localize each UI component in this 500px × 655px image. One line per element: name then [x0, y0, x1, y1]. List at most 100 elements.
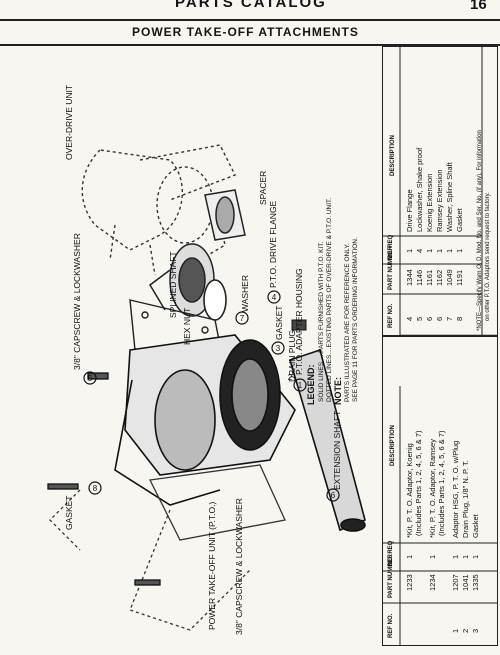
callout-spacer: SPACER: [258, 171, 268, 205]
callout-labels: OVER-DRIVE UNIT SPACER P.T.O. DRIVE FLAN…: [64, 85, 342, 635]
num-6: 6: [331, 491, 336, 500]
cell-req: 1: [428, 555, 437, 559]
cell-req: 1: [471, 555, 480, 559]
callout-extension-shaft: EXTENSION SHAFT: [332, 411, 342, 490]
note-1: PARTS ILLUSTRATED ARE FOR REFERENCE ONLY…: [344, 243, 351, 402]
drain-plug-drawing: [291, 319, 307, 331]
num-1: 1: [298, 381, 303, 390]
col-req-lower: NO. REQ: [388, 540, 394, 566]
legend-dotted: DOTTED LINES....EXISTING PARTS OF OVER-D…: [326, 198, 333, 402]
cell-ref: 8: [455, 317, 464, 321]
table-row: 1234 1 *Kit, P. T. O. Adaptor, Ramsey (I…: [428, 430, 446, 591]
cell-ref: 2: [461, 629, 470, 633]
cell-desc: *Kit, P. T. O. Adaptor, Koenig: [405, 443, 414, 538]
col-ref-lower: REF NO.: [388, 613, 394, 638]
cell-ref: 7: [445, 317, 454, 321]
adapter-housing-drawing: [114, 334, 296, 506]
washer-drawing: [203, 279, 227, 321]
col-req-upper: NO. REQ: [388, 234, 394, 260]
cell-part: 1233: [405, 574, 414, 591]
callout-overdrive: OVER-DRIVE UNIT: [64, 85, 74, 160]
catalog-title: PARTS CATALOG: [175, 0, 327, 11]
legend: LEGEND: SOLID LINES.....PARTS FURNISHED …: [306, 198, 359, 405]
cell-ref: 5: [415, 317, 424, 321]
table-row: 1233 1 *Kit, P. T. O. Adaptor, Koenig (I…: [405, 430, 423, 591]
table-row: 5 1146 4 Lockwasher, Shake proof: [415, 147, 424, 321]
pto-unit-drawing: [49, 464, 286, 631]
table-row: 6 1162 1 Ramsey Extension: [435, 169, 444, 321]
cell-desc: Gasket: [455, 207, 464, 232]
cell-desc: Drain Plug, 1/8" N. P. T.: [461, 460, 470, 538]
page-number: 16: [470, 0, 487, 13]
cell-ref: 4: [405, 317, 414, 321]
cell-part: 1191: [455, 270, 464, 286]
num-7: 7: [240, 314, 245, 323]
legend-title: LEGEND:: [306, 364, 316, 405]
cell-desc2: (Includes Parts 1, 2, 4, 5, 6 & 7): [437, 430, 446, 536]
table-row: 8 1191 1 Gasket: [455, 207, 464, 321]
num-4: 4: [272, 293, 277, 302]
callout-numbers: 4 7 3 1 5 6 8 2: [88, 293, 336, 500]
callout-gasket-8: GASKET: [64, 496, 74, 530]
cell-req: 1: [405, 249, 414, 253]
cell-desc: Adaptor HSG, P. T. O. w/Plug: [451, 441, 460, 538]
callout-capscrew-5: 3/8" CAPSCREW & LOCKWASHER: [72, 233, 82, 370]
footnote: *NOTE—Specify Warn O. D. Mod. No. and Se…: [477, 130, 491, 331]
cell-part: 1207: [451, 574, 460, 591]
callout-washer: WASHER: [240, 275, 250, 312]
col-part-upper: PART NUMBER: [388, 245, 394, 290]
cell-part: 1162: [435, 270, 444, 286]
num-5: 5: [88, 374, 93, 383]
cell-desc: Koenig Extension: [425, 174, 434, 232]
cell-req: 1: [455, 249, 464, 253]
callout-capscrew-lower: 3/8" CAPSCREW & LOCKWASHER: [234, 498, 244, 635]
cell-desc: Gasket: [471, 513, 480, 538]
cell-req: 1: [405, 555, 414, 559]
col-desc-lower: DESCRIPTION: [390, 425, 396, 466]
callout-adapter-housing: P.T.O. ADAPTER HOUSING: [294, 268, 304, 375]
num-3: 3: [276, 344, 281, 353]
cell-ref: 3: [471, 629, 480, 633]
cell-desc2: (Includes Parts 1, 2, 4, 5, 6 & 7): [414, 430, 423, 536]
cell-req: 1: [425, 249, 434, 253]
cell-ref: 6: [425, 317, 434, 321]
footnote-line1: *NOTE—Specify Warn O. D. Mod. No. and Se…: [477, 130, 483, 331]
col-ref-upper: REF NO.: [388, 303, 394, 328]
upper-table-rows: 4 1344 1 Drive Flange 5 1146 4 Lockwashe…: [405, 147, 464, 321]
cell-req: 1: [461, 555, 470, 559]
cell-part: 1146: [415, 270, 424, 286]
cell-part: 1161: [425, 270, 434, 286]
exploded-parts-diagram: OVER-DRIVE UNIT SPACER P.T.O. DRIVE FLAN…: [47, 85, 366, 635]
cell-desc: Washer, Spline Shaft: [445, 161, 454, 232]
cell-part: 1344: [405, 269, 414, 286]
cell-part: 1335: [471, 574, 480, 591]
callout-number-circles: [83, 290, 340, 502]
num-8: 8: [93, 484, 98, 493]
section-title: POWER TAKE-OFF ATTACHMENTS: [132, 25, 359, 39]
callout-gasket-3: GASKET: [274, 306, 284, 340]
table-row: 2 1041 1 Drain Plug, 1/8" N. P. T.: [461, 460, 470, 633]
footnote-line2: on other P.T.O. Adaptors send request to…: [485, 192, 491, 321]
cell-part: 1234: [428, 574, 437, 591]
capscrew-drawing: [47, 372, 161, 586]
spacer-drawing: [204, 189, 246, 241]
legend-solid: SOLID LINES.....PARTS FURNISHED WITH P.T…: [318, 241, 325, 402]
callout-drive-flange: P.T.O. DRIVE FLANGE: [268, 200, 278, 288]
callout-pto-unit: POWER TAKE-OFF UNIT (P.T.O.): [207, 502, 217, 630]
note-2: SEE PAGE 11 FOR PARTS ORDERING INFORMATI…: [352, 237, 359, 402]
cell-desc: *Kit, P. T. O. Adaptor, Ramsey: [428, 439, 437, 538]
table-row: 7 1049 1 Washer, Spline Shaft: [445, 161, 454, 321]
cell-desc: Lockwasher, Shake proof: [415, 147, 424, 232]
table-row: 1 1207 1 Adaptor HSG, P. T. O. w/Plug: [451, 441, 460, 633]
page-header: PARTS CATALOG 16 POWER TAKE-OFF ATTACHME…: [0, 0, 500, 46]
header-rule: [0, 19, 500, 21]
extension-shaft-drawing: [289, 348, 366, 532]
table-row: 4 1344 1 Drive Flange: [405, 189, 414, 321]
callout-splined-shaft: SPLINED SHAFT: [168, 251, 178, 318]
callout-hex-nut: HEX NUT: [182, 308, 192, 345]
num-2: 2: [288, 373, 293, 382]
callout-drain-plug: DRAIN PLUG: [287, 330, 297, 382]
col-part-lower: PART NUMBER: [388, 553, 394, 598]
cell-req: 1: [451, 555, 460, 559]
cell-ref: 6: [435, 317, 444, 321]
